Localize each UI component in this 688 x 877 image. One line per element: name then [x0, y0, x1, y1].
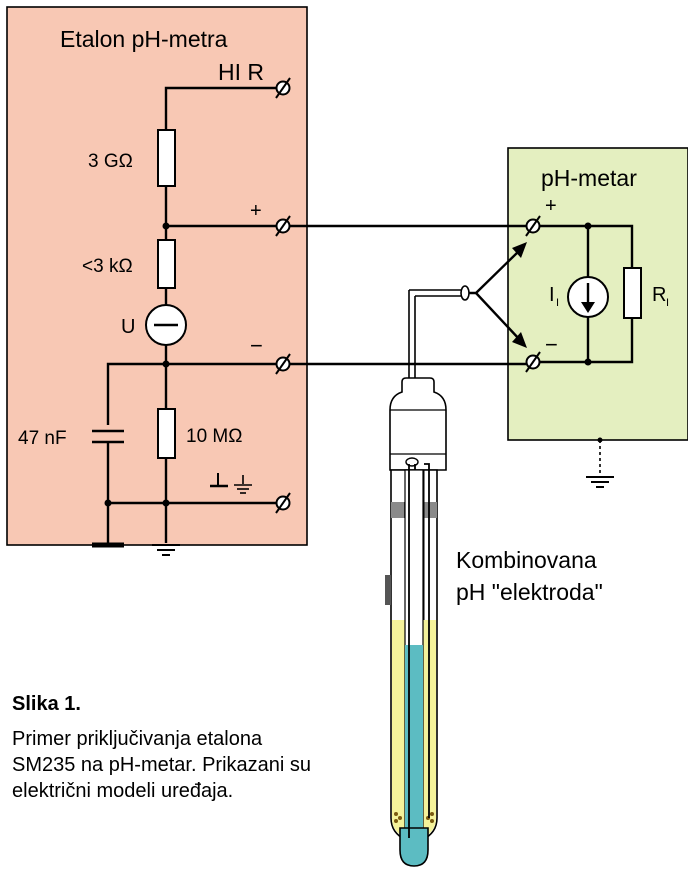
electrode-label-line1: Kombinovana	[456, 547, 597, 573]
input-resistor	[623, 267, 642, 319]
etalon-box: Etalon pH-metra HI R 3 GΩ + <3 kΩ U	[6, 6, 308, 556]
glass-bulb	[399, 827, 429, 867]
figure-caption-title: Slika 1.	[12, 693, 81, 715]
cable-clamp	[460, 285, 470, 301]
source-label: U	[121, 316, 135, 338]
ph-meter-ground-icon	[586, 476, 614, 488]
resistor-3g-label: 3 GΩ	[88, 151, 133, 172]
ph-meter-plus-terminal[interactable]	[525, 215, 541, 237]
ph-meter-plus-label: +	[545, 195, 557, 217]
resistor-label: R	[652, 284, 666, 306]
resistor-3g	[157, 129, 176, 187]
junction-icon	[394, 812, 434, 823]
resistor-3k	[157, 239, 176, 289]
electrode-head	[389, 377, 447, 471]
current-source-icon	[567, 276, 609, 318]
etalon-minus-label: −	[250, 333, 263, 358]
hi-r-terminal[interactable]	[275, 77, 291, 99]
etalon-main-wire	[164, 86, 276, 543]
ph-meter-minus-terminal[interactable]	[525, 351, 541, 373]
ph-meter-box: pH-metar + − I I R I	[507, 147, 688, 488]
electrode-label-line2: pH "elektroda"	[456, 579, 603, 605]
ph-electrode	[385, 377, 447, 867]
etalon-title: Etalon pH-metra	[60, 26, 228, 52]
ground-icon	[152, 544, 180, 556]
ph-meter-minus-label: −	[545, 332, 558, 357]
plus-terminal[interactable]	[275, 215, 291, 237]
chassis-ground-symbols	[210, 473, 252, 494]
minus-terminal[interactable]	[275, 353, 291, 375]
ph-meter-title: pH-metar	[541, 165, 637, 191]
current-label: I	[549, 284, 555, 306]
capacitor-label: 47 nF	[18, 428, 67, 449]
resistor-3k-label: <3 kΩ	[82, 256, 133, 277]
current-sub: I	[556, 297, 559, 309]
ph-meter-internal-wire	[540, 224, 634, 364]
resistor-sub: I	[666, 297, 669, 309]
capacitor-icon	[92, 429, 124, 503]
ground-terminal[interactable]	[275, 492, 291, 514]
figure-caption-text: Primer priključivanja etalona SM235 na p…	[12, 728, 312, 802]
resistor-10m	[157, 408, 176, 459]
voltage-source-icon	[145, 304, 187, 346]
buffer	[405, 645, 423, 840]
resistor-10m-label: 10 MΩ	[186, 426, 242, 447]
hi-r-label: HI R	[218, 59, 264, 85]
etalon-plus-label: +	[250, 200, 262, 222]
